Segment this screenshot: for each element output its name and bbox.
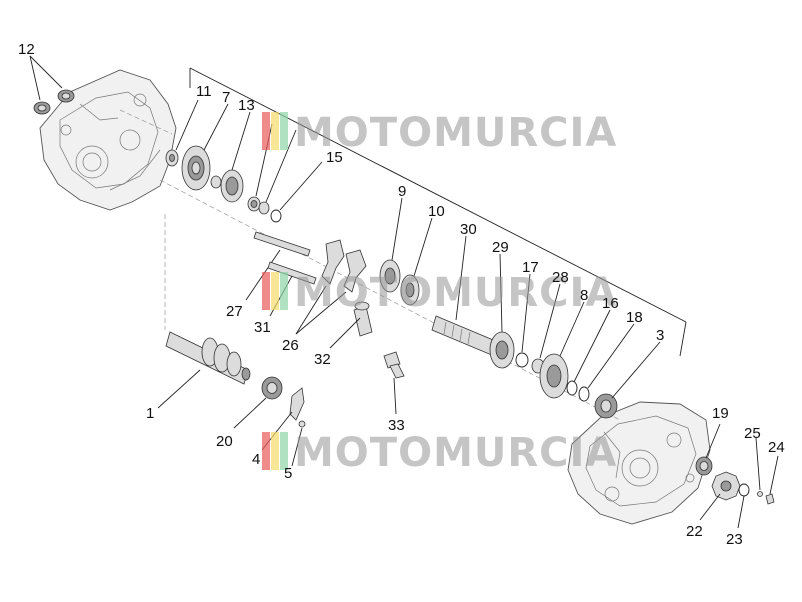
- part-13-gear: [210, 111, 251, 203]
- callout-16: 16: [602, 295, 619, 312]
- callout-17: 17: [522, 259, 539, 276]
- part-22-sprocket: [699, 471, 741, 521]
- watermark-text: MOTOMURCIA: [294, 270, 617, 316]
- watermark-text: MOTOMURCIA: [294, 110, 617, 156]
- part-29-gear: [489, 253, 515, 369]
- watermark-stripe: [271, 112, 279, 150]
- callout-3: 3: [656, 327, 664, 344]
- part-26-shift-forks: [295, 239, 367, 335]
- callout-7: 7: [222, 89, 230, 106]
- part-33-bolt: [383, 351, 405, 415]
- callout-15: 15: [326, 149, 343, 166]
- part-9-gear: [379, 197, 403, 293]
- watermark-stripe: [271, 432, 279, 470]
- part-8-gear: [539, 301, 585, 399]
- assembly-bracket: [189, 67, 687, 357]
- part-15-circlip: [270, 161, 323, 223]
- callout-24: 24: [768, 439, 785, 456]
- part-24-bolt: [765, 455, 779, 505]
- callout-9: 9: [398, 183, 406, 200]
- callout-10: 10: [428, 203, 445, 220]
- callout-29: 29: [492, 239, 509, 256]
- part-16-washer: [566, 309, 611, 396]
- part-25-washer: [755, 437, 763, 497]
- callout-5: 5: [284, 465, 292, 482]
- crankcase-right: [567, 401, 711, 525]
- callout-18: 18: [626, 309, 643, 326]
- watermark-stripe: [280, 432, 288, 470]
- part-18-circlip: [578, 323, 635, 402]
- watermark-logo: MOTOMURCIA: [262, 110, 617, 156]
- callout-11: 11: [196, 83, 212, 100]
- callout-labels: 12 11 7 13 15 9 10 30 29 17 28 8 16 18 3…: [18, 41, 785, 548]
- watermark-stripe: [262, 272, 270, 310]
- part-19-seal: [695, 423, 721, 476]
- callout-30: 30: [460, 221, 477, 238]
- callout-27: 27: [226, 303, 243, 320]
- callout-23: 23: [726, 531, 743, 548]
- callout-25: 25: [744, 425, 761, 442]
- part-11-washer: [165, 99, 199, 167]
- part-10-gear: [400, 217, 433, 306]
- callout-28: 28: [552, 269, 569, 286]
- callout-32: 32: [314, 351, 331, 368]
- part-12-bearings: [29, 55, 75, 115]
- watermark-logo: MOTOMURCIA: [262, 430, 617, 476]
- part-23-washer: [737, 483, 750, 529]
- watermark-stripe: [271, 272, 279, 310]
- part-28-bushing: [531, 283, 561, 374]
- watermark-stripe: [262, 432, 270, 470]
- watermark-logo: MOTOMURCIA: [262, 270, 617, 316]
- part-5-screw: [291, 420, 306, 467]
- part-17-washer: [515, 273, 531, 368]
- crankcase-left: [39, 69, 177, 211]
- part-1-main-shaft: [157, 331, 251, 409]
- watermark-stripe: [280, 112, 288, 150]
- callout-12: 12: [18, 41, 35, 58]
- part-7-gear: [181, 103, 229, 191]
- callout-26: 26: [282, 337, 299, 354]
- callout-13: 13: [238, 97, 255, 114]
- part-20-bearing: [233, 376, 283, 429]
- watermark-text: MOTOMURCIA: [294, 430, 617, 476]
- watermark: MOTOMURCIA MOTOMURCIA MOTOMURCIA: [262, 110, 617, 476]
- watermark-stripe: [262, 112, 270, 150]
- callout-8: 8: [580, 287, 588, 304]
- callout-33: 33: [388, 417, 405, 434]
- callout-22: 22: [686, 523, 703, 540]
- callout-20: 20: [216, 433, 233, 450]
- part-32-shift-drum: [329, 301, 373, 349]
- callout-4: 4: [252, 451, 260, 468]
- watermark-stripe: [280, 272, 288, 310]
- callout-31: 31: [254, 319, 271, 336]
- callout-1: 1: [146, 405, 154, 422]
- part-2-washer: [258, 129, 297, 215]
- callout-19: 19: [712, 405, 729, 422]
- part-3-bearing: [594, 341, 661, 419]
